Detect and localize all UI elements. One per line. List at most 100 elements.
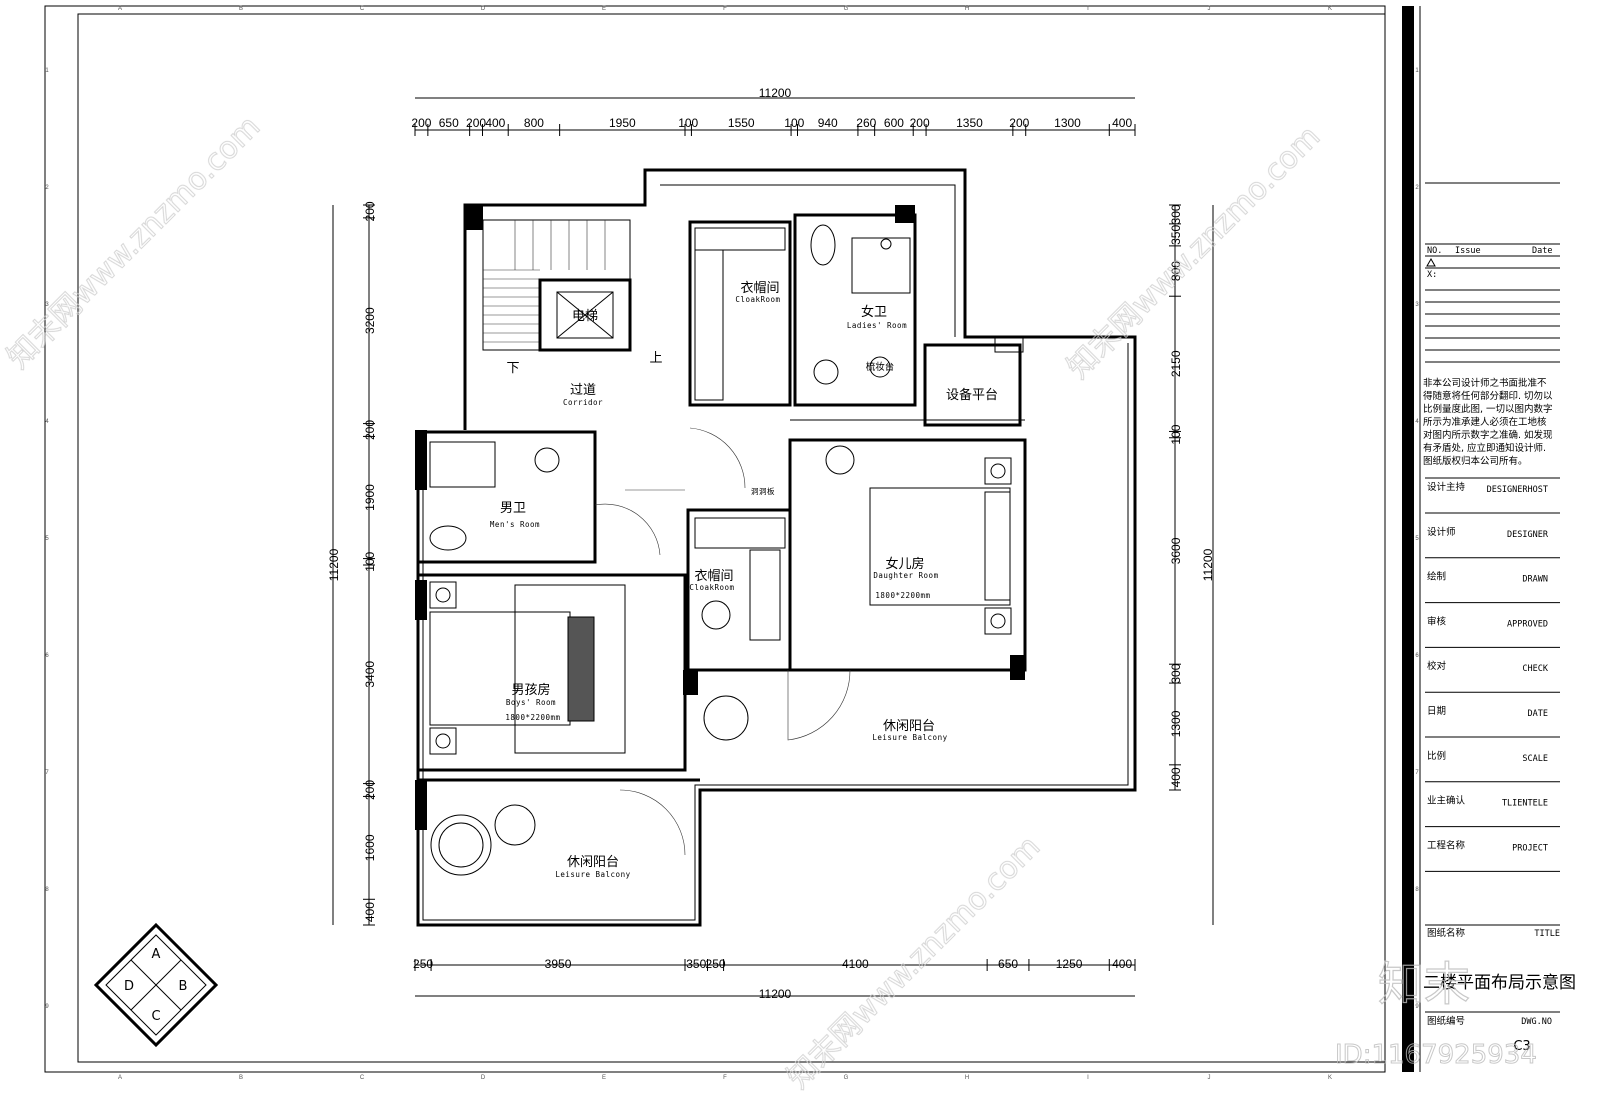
notice-line: 非本公司设计师之书面批准不: [1423, 377, 1547, 389]
room-leisure-balcony-small: 休闲阳台 Leisure Balcony: [555, 855, 630, 879]
balcony-big-label: 休闲阳台: [883, 719, 935, 734]
dim-bottom-total: 11200: [759, 987, 792, 1001]
notice-line: 有矛盾处, 应立即通知设计师.: [1423, 442, 1546, 454]
dim-value-top: 1950: [609, 116, 636, 130]
mens-toilet-icon: [429, 525, 467, 551]
dwg-no-label-en: DWG.NO: [1521, 1017, 1552, 1027]
daughter-label-en: Daughter Room: [873, 571, 938, 580]
grid-col-label: E: [602, 1075, 606, 1081]
boys-bed: [429, 581, 626, 755]
grid-row-label: 3: [45, 302, 49, 308]
grid-row-label: 7: [45, 770, 49, 776]
field-label-en: DRAWN: [1522, 575, 1548, 585]
cloakroom-top-label-en: CloakRoom: [735, 295, 780, 304]
dim-value-top: 260: [856, 116, 876, 130]
dresser-label: 梳妆台: [866, 361, 895, 373]
title-block: NO. Issue Date X: 非本公司设计师之书面批准不得随意将任何部分翻…: [1423, 182, 1576, 1054]
field-label-en: DESIGNERHOST: [1487, 485, 1548, 495]
field-label-cn: 日期: [1427, 706, 1446, 717]
field-label-cn: 审核: [1427, 615, 1447, 627]
dim-value-top: 940: [818, 116, 838, 130]
field-label-en: DESIGNER: [1507, 530, 1549, 540]
daughter-bed-size: 1800*2200mm: [875, 591, 930, 600]
ladies-sink-icon: [813, 356, 891, 385]
dim-value-left: 200: [363, 420, 377, 440]
grid-row-label: 9: [45, 1004, 49, 1010]
grid-row-label: 8: [1415, 887, 1419, 893]
dim-value-top: 1300: [1054, 116, 1081, 130]
inner-frame: [77, 13, 1386, 1063]
plant-icon: [703, 695, 749, 741]
dim-value-right: 2150: [1169, 350, 1183, 377]
dim-value-top: 100: [678, 116, 698, 130]
doors: [594, 427, 851, 856]
grid-row-label: 7: [1415, 770, 1419, 776]
dim-right-total: 11200: [1201, 548, 1215, 581]
room-ladies: 女卫 Ladies' Room 梳妆台: [847, 304, 907, 373]
notice-line: 比例量度此图, 一切以图内数字: [1423, 403, 1553, 415]
mens-shower-icon: [429, 441, 496, 488]
outer-frame: [44, 5, 1386, 1073]
dim-value-right: 300: [1169, 204, 1183, 224]
grid-col-label: A: [118, 1075, 122, 1081]
dim-value-right: 350: [1169, 225, 1183, 245]
dim-top-total: 11200: [759, 86, 792, 100]
title-label-en: TITLE: [1534, 929, 1560, 939]
dim-value-bottom: 1250: [1056, 957, 1083, 971]
grid-col-label: I: [1087, 6, 1089, 12]
notice-line: 对图内所示数字之准确. 如发现: [1423, 429, 1553, 441]
grid-col-label: H: [965, 1075, 969, 1081]
compass-b: B: [179, 979, 188, 994]
mens-label: 男卫: [500, 501, 526, 516]
stairs-down-label: 下: [506, 361, 519, 376]
field-label-en: DATE: [1528, 709, 1548, 719]
ladies-toilet-icon: [810, 224, 836, 266]
dim-value-bottom: 250: [706, 957, 726, 971]
grid-col-label: F: [723, 6, 727, 12]
grid-col-label: H: [965, 6, 969, 12]
grid-row-label: 8: [45, 887, 49, 893]
room-daughter: 女儿房 Daughter Room 1800*2200mm: [873, 556, 938, 600]
cloakroom-mid-label-en: CloakRoom: [689, 583, 734, 592]
dim-value-right: 3600: [1169, 537, 1183, 564]
dwg-no-label-cn: 图纸编号: [1427, 1015, 1465, 1027]
elevator-box: [538, 278, 632, 352]
corridor-label: 过道: [570, 383, 596, 398]
dim-left-total: 11200: [327, 548, 341, 581]
dim-value-top: 200: [466, 116, 486, 130]
equipment-unit-icon: [994, 337, 1024, 353]
rev-mark: X:: [1427, 270, 1437, 280]
field-label-cn: 业主确认: [1427, 795, 1466, 807]
grid-col-label: C: [360, 1075, 365, 1081]
field-label-cn: 绘制: [1427, 571, 1446, 583]
ladies-label-en: Ladies' Room: [847, 321, 907, 330]
boys-label: 男孩房: [511, 682, 550, 698]
daughter-bed: [869, 457, 1012, 635]
field-label-cn: 设计主持: [1427, 481, 1466, 493]
dim-value-top: 100: [784, 116, 804, 130]
grid-row-label: 5: [1415, 536, 1419, 542]
grid-row-label: 4: [45, 419, 49, 425]
field-label-en: APPROVED: [1507, 619, 1548, 629]
dim-value-top: 400: [1112, 116, 1132, 130]
rev-no: NO.: [1427, 246, 1442, 256]
dim-value-left: 3200: [363, 307, 377, 334]
room-cloakroom-mid: 衣帽间 CloakRoom: [689, 568, 734, 592]
watermark-logo: 知末: [1378, 957, 1470, 1011]
stairs-up-label: 上: [649, 351, 662, 366]
field-label-cn: 设计师: [1427, 526, 1456, 538]
watermark-site: 知末网www.znzmo.com: [1, 109, 267, 375]
dim-value-left: 200: [363, 780, 377, 800]
balcony-big-label-en: Leisure Balcony: [872, 733, 947, 742]
watermark-id: ID:1167925934: [1335, 1040, 1537, 1070]
grid-row-label: 9: [1415, 1004, 1419, 1010]
field-label-en: SCALE: [1522, 754, 1548, 764]
rev-date: Date: [1532, 246, 1552, 256]
field-label-cn: 工程名称: [1427, 839, 1466, 851]
field-label-en: CHECK: [1522, 664, 1548, 674]
dim-value-top: 400: [485, 116, 505, 130]
grid-row-label: 2: [45, 185, 49, 191]
dim-value-right: 100: [1169, 424, 1183, 444]
